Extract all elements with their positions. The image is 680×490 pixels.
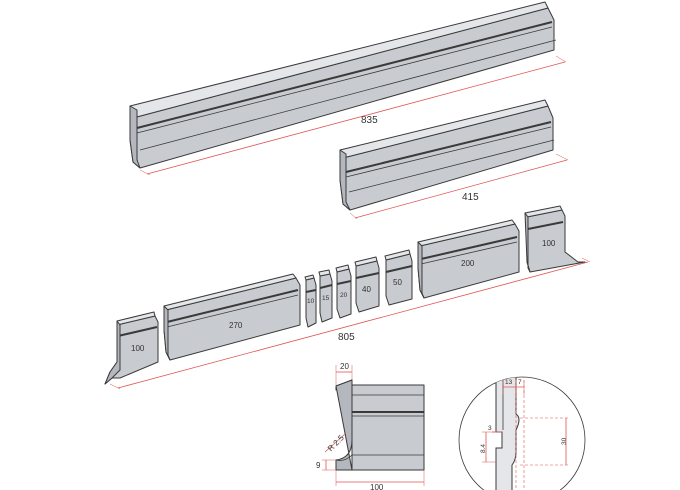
- dimension-835: 835: [361, 115, 378, 126]
- segment-label: 10: [307, 298, 315, 305]
- detail-base-width: 100: [370, 483, 384, 490]
- detail-dim-3: 3: [488, 425, 492, 432]
- segment-label: 200: [461, 259, 475, 268]
- segment-270: 270: [163, 273, 301, 361]
- segment-200: 200: [417, 219, 520, 299]
- segmented-set-805: 100 270 10 15 20: [104, 205, 591, 390]
- detail-base-height: 9: [316, 461, 321, 470]
- segment-15: 15: [318, 269, 333, 323]
- segment-label: 15: [322, 295, 330, 302]
- detail-section: 20 R 2.5 9 100: [316, 362, 425, 490]
- detail-dim-7: 7: [518, 379, 522, 386]
- detail-dim-30: 30: [561, 437, 568, 445]
- segment-50: 50: [384, 249, 413, 306]
- segment-label: 270: [229, 321, 243, 330]
- detail-dim-13: 13: [505, 379, 513, 386]
- segment-label: 100: [542, 239, 556, 248]
- segment-100-right: 100: [524, 205, 586, 273]
- segment-20: 20: [335, 264, 352, 319]
- segment-label: 100: [131, 344, 145, 353]
- dimension-415: 415: [462, 192, 479, 203]
- segment-label: 40: [362, 285, 371, 294]
- long-bar-835: 835: [129, 1, 567, 176]
- segment-label: 20: [340, 292, 348, 299]
- detail-top-width: 20: [340, 362, 349, 371]
- detail-dim-8-4: 8.4: [480, 444, 487, 453]
- mid-bar-415: 415: [339, 99, 569, 220]
- segment-10: 10: [304, 274, 317, 328]
- detail-circle: 13 7 3 8.4 30: [458, 376, 586, 490]
- segment-40: 40: [354, 256, 380, 313]
- dimension-805: 805: [338, 332, 355, 343]
- segment-label: 50: [393, 278, 402, 287]
- segment-100-left: 100: [104, 311, 159, 385]
